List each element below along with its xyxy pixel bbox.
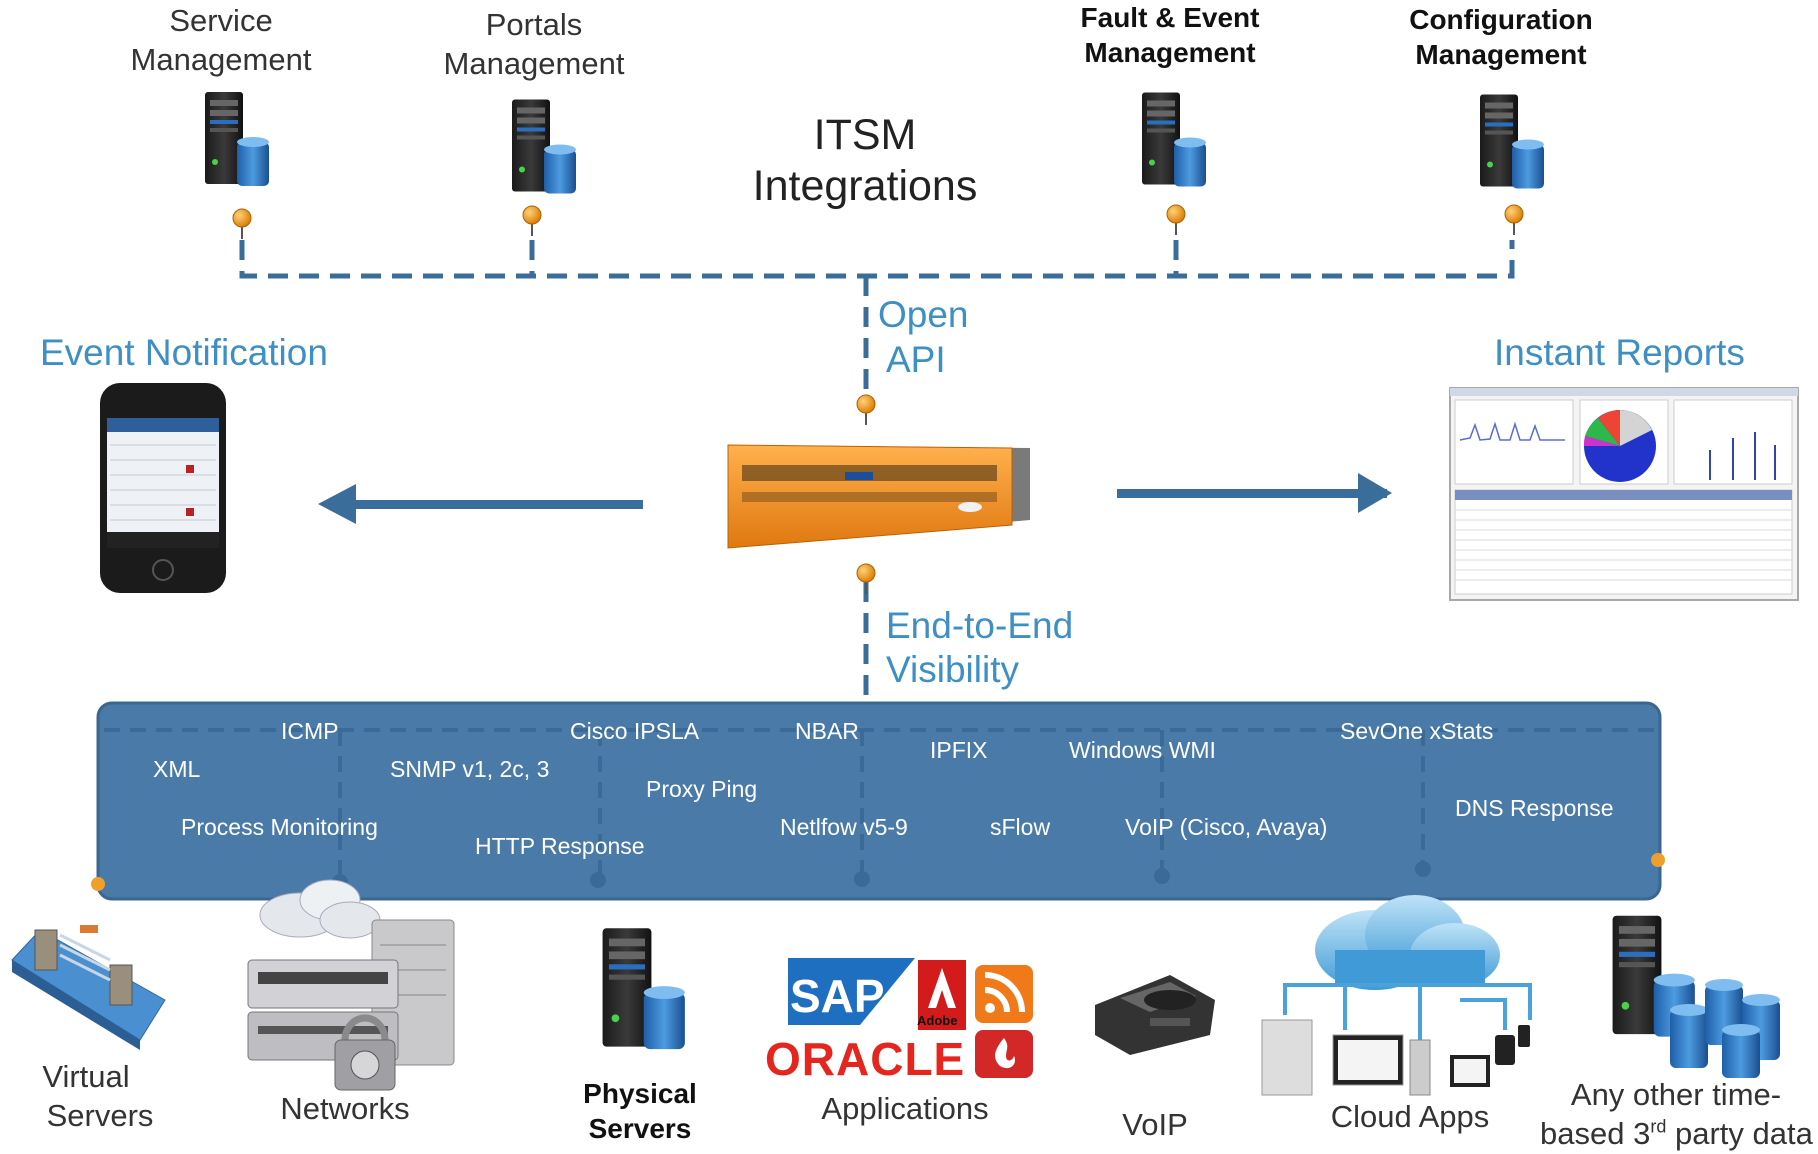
- label-line: Management: [443, 45, 625, 81]
- report-thumbnail-icon: [1449, 387, 1799, 601]
- conference-phone-icon: [1095, 975, 1215, 1055]
- label-line: Servers: [588, 1113, 692, 1144]
- voip-label: VoIP: [1122, 1107, 1188, 1142]
- server-icon: [1480, 94, 1544, 189]
- connector-pin-icon: [232, 208, 252, 240]
- label-line: End-to-End: [886, 605, 1074, 646]
- label-line: Open: [878, 294, 969, 335]
- arrow-right-icon: [1117, 473, 1392, 513]
- oracle-logo-text: ORACLE: [765, 1033, 965, 1085]
- label-text: based 3: [1540, 1115, 1651, 1151]
- label-line: Any other time-: [1570, 1077, 1782, 1112]
- connector-pin-icon: [91, 877, 105, 891]
- label-line: Fault & Event: [1080, 2, 1260, 33]
- protocol-label: NBAR: [795, 718, 859, 744]
- sap-logo-text: SAP: [790, 970, 885, 1022]
- event-notification-label: Event Notification: [40, 332, 328, 373]
- superscript: rd: [1650, 1116, 1667, 1137]
- protocol-label: Process Monitoring: [181, 814, 378, 840]
- mobile-phone-icon: [100, 383, 226, 593]
- server-icon: [1142, 92, 1206, 187]
- fault-event-management-label: Fault & Event Management: [1070, 0, 1270, 70]
- protocols-panel: [96, 701, 1662, 901]
- service-management-label: Service Management: [121, 2, 321, 80]
- oracle-logo: ORACLE: [765, 1033, 965, 1085]
- cloud-apps-label: Cloud Apps: [1330, 1099, 1490, 1134]
- server-icon: [205, 92, 269, 186]
- virtual-servers-label: Virtual Servers: [20, 1058, 180, 1136]
- protocol-label: Proxy Ping: [646, 776, 758, 802]
- label-line: Visibility: [886, 649, 1019, 691]
- instant-reports-label: Instant Reports: [1494, 332, 1745, 373]
- sevone-appliance-icon: [727, 444, 1030, 549]
- sap-logo: SAP: [788, 958, 915, 1025]
- connector-pin-icon: [522, 205, 542, 237]
- database-cluster-icon: [1670, 979, 1780, 1078]
- open-api-label: Open API: [878, 292, 969, 382]
- connector-pin-icon: [1504, 204, 1524, 236]
- protocol-label: Netlfow v5-9: [780, 814, 908, 840]
- rss-feed-icon: [975, 965, 1033, 1023]
- itsm-bus-line: [239, 240, 1515, 700]
- protocol-label: HTTP Response: [475, 833, 645, 859]
- label-line: Management: [130, 41, 312, 77]
- end-to-end-visibility-label: End-to-End Visibility: [886, 604, 1073, 693]
- label-line: Portals: [485, 7, 583, 42]
- collection-bus-line: [104, 728, 1656, 880]
- arrow-left-icon: [318, 484, 643, 524]
- firebase-icon: [975, 1030, 1033, 1078]
- networks-label: Networks: [280, 1091, 410, 1126]
- cloud-apps-icon: [1261, 895, 1532, 1096]
- protocol-label: Windows WMI: [1069, 737, 1216, 763]
- label-line: Management: [1084, 37, 1256, 68]
- protocol-label: VoIP (Cisco, Avaya): [1125, 814, 1328, 840]
- network-icon: [247, 879, 455, 1091]
- connector-pin-icon: [1651, 853, 1665, 867]
- label-line: Management: [1415, 39, 1587, 70]
- label-line: based 3rd party data: [1540, 1115, 1813, 1154]
- adobe-logo: Adobe: [917, 960, 966, 1030]
- label-line: API: [886, 339, 946, 381]
- title-line: Integrations: [752, 161, 978, 210]
- label-line: Configuration: [1409, 4, 1593, 35]
- applications-label: Applications: [821, 1091, 989, 1126]
- protocol-label: XML: [153, 756, 201, 782]
- portals-management-label: Portals Management: [434, 6, 634, 84]
- title-line: ITSM: [813, 111, 917, 159]
- physical-servers-label: Physical Servers: [560, 1076, 720, 1146]
- connector-pin-icon: [856, 563, 876, 595]
- protocol-label: DNS Response: [1455, 795, 1614, 821]
- adobe-logo-text: Adobe: [917, 1013, 957, 1028]
- protocol-label: Cisco IPSLA: [570, 718, 700, 744]
- protocol-label: SNMP v1, 2c, 3: [390, 756, 550, 782]
- virtual-infrastructure-icon: [11, 925, 166, 1050]
- itsm-integrations-title: ITSM Integrations: [740, 110, 990, 211]
- protocol-label: sFlow: [990, 814, 1051, 840]
- label-line: Physical: [583, 1078, 697, 1109]
- label-line: Virtual: [42, 1059, 130, 1094]
- configuration-management-label: Configuration Management: [1396, 2, 1606, 72]
- label-line: Servers: [46, 1097, 154, 1133]
- other-data-label: Any other time- based 3rd party data: [1540, 1076, 1813, 1154]
- server-icon: [512, 99, 576, 194]
- connector-pin-icon: [856, 394, 876, 426]
- protocol-label: SevOne xStats: [1340, 718, 1494, 744]
- label-line: Service: [169, 3, 273, 38]
- protocol-label: ICMP: [281, 718, 339, 744]
- protocol-label: IPFIX: [930, 737, 988, 763]
- connector-pin-icon: [1166, 204, 1186, 236]
- server-icon: [602, 928, 685, 1050]
- label-text: party data: [1666, 1115, 1813, 1151]
